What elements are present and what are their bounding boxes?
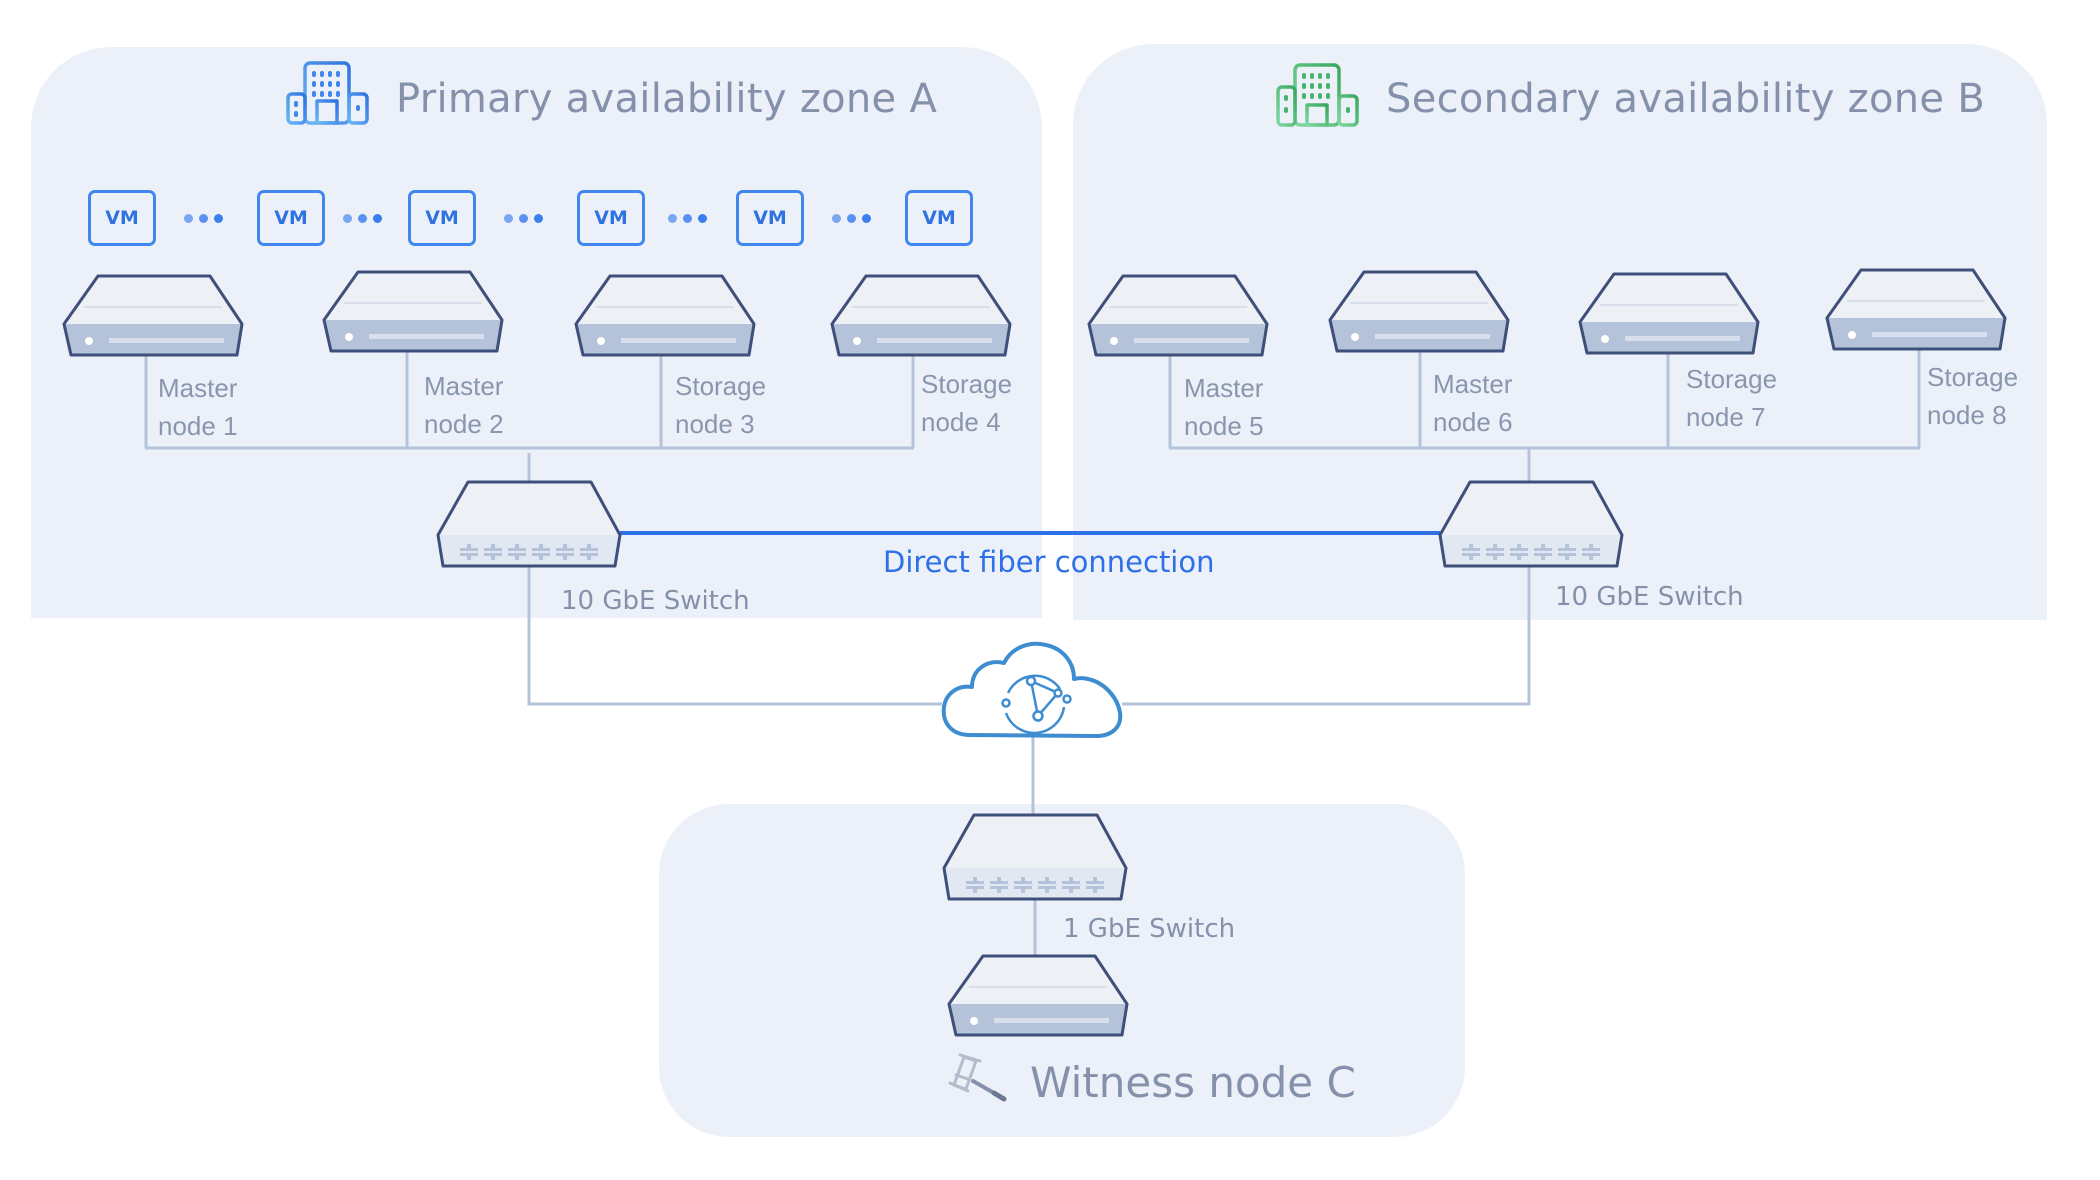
switch-witness bbox=[942, 813, 1128, 901]
vm-box: VM bbox=[905, 190, 973, 246]
ellipsis-icon bbox=[184, 214, 223, 223]
switch-c-label: 1 GbE Switch bbox=[1063, 914, 1236, 944]
building-icon-green bbox=[1276, 63, 1359, 127]
vm-box: VM bbox=[88, 190, 156, 246]
server-node-6 bbox=[1328, 270, 1510, 353]
ellipsis-icon bbox=[832, 214, 871, 223]
switch-zone-b bbox=[1438, 480, 1624, 568]
switch-b-label: 10 GbE Switch bbox=[1555, 582, 1744, 612]
zone-b-title: Secondary availability zone B bbox=[1386, 76, 1986, 122]
zone-a-title: Primary availability zone A bbox=[396, 76, 938, 122]
switch-zone-a bbox=[436, 480, 622, 568]
server-node-5 bbox=[1087, 274, 1269, 357]
cloud-network-icon bbox=[941, 641, 1123, 738]
ellipsis-icon bbox=[504, 214, 543, 223]
server-node-4 bbox=[830, 274, 1012, 357]
ellipsis-icon bbox=[668, 214, 707, 223]
building-icon-blue bbox=[286, 61, 369, 125]
vm-box: VM bbox=[408, 190, 476, 246]
zone-a-wiring bbox=[144, 351, 915, 482]
zone-b-wiring bbox=[1168, 349, 1921, 482]
direct-fiber-label: Direct fiber connection bbox=[883, 545, 1215, 579]
gavel-icon bbox=[948, 1053, 1007, 1102]
server-node-8 bbox=[1825, 268, 2007, 351]
vm-box: VM bbox=[736, 190, 804, 246]
server-node-2 bbox=[322, 270, 504, 353]
uplink-wiring bbox=[527, 566, 1531, 956]
ellipsis-icon bbox=[343, 214, 382, 223]
server-node-3 bbox=[574, 274, 756, 357]
vm-box: VM bbox=[257, 190, 325, 246]
server-witness bbox=[947, 954, 1129, 1037]
vm-box: VM bbox=[577, 190, 645, 246]
switch-a-label: 10 GbE Switch bbox=[561, 586, 750, 616]
witness-title: Witness node C bbox=[1030, 1058, 1356, 1107]
server-node-1 bbox=[62, 274, 244, 357]
server-node-7 bbox=[1578, 272, 1760, 355]
